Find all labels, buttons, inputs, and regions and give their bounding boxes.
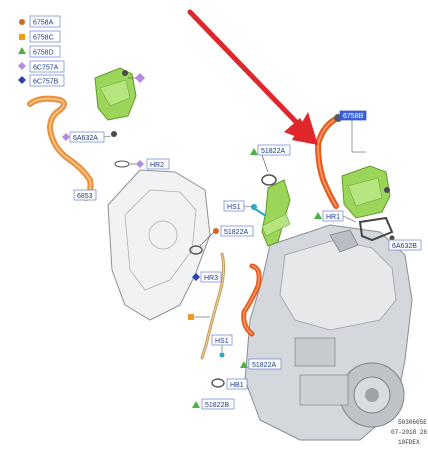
callout-hb1: HB1 (211, 378, 248, 390)
diamond-marker-icon (18, 76, 26, 84)
svg-text:HR1: HR1 (326, 214, 340, 221)
green-bracket (251, 179, 291, 247)
hr2-group: HR2 (114, 158, 170, 170)
diamond-marker-icon (135, 73, 145, 83)
right-hose (314, 114, 342, 209)
triangle-marker-icon (192, 401, 200, 408)
triangle-marker-icon (314, 212, 322, 219)
legend-row-4: 6C757A (18, 60, 65, 73)
legend-row-2: 6758C (19, 30, 61, 43)
svg-text:6853: 6853 (77, 193, 93, 200)
circle-marker-icon (19, 19, 25, 25)
left-hose (27, 95, 94, 201)
dipstick-tube (200, 252, 226, 360)
square-marker-icon (188, 314, 194, 320)
callout-6853: 6853 (73, 189, 97, 201)
triangle-marker-icon (240, 361, 248, 368)
svg-text:HR3: HR3 (204, 275, 218, 282)
callout-51822a-top: 51822A (250, 144, 291, 186)
svg-text:6758A: 6758A (33, 20, 54, 27)
circle-marker-icon (213, 228, 219, 234)
svg-text:51822A: 51822A (261, 148, 285, 155)
svg-text:10FDEX: 10FDEX (398, 439, 420, 446)
callout-51822a-low: 51822A (240, 358, 282, 370)
diamond-marker-icon (62, 133, 70, 141)
callout-top-right: 6758B (339, 110, 367, 153)
gasket (358, 216, 394, 242)
svg-text:HR2: HR2 (150, 162, 164, 169)
square-marker-icon (19, 34, 25, 40)
svg-text:6A632A: 6A632A (73, 135, 98, 142)
callout-hs1-top: HS1 (223, 200, 253, 212)
triangle-marker-icon (18, 47, 26, 54)
left-reservoir (94, 67, 145, 121)
svg-text:6A632B: 6A632B (392, 243, 417, 250)
svg-text:6C757A: 6C757A (33, 65, 59, 72)
diamond-marker-icon (192, 273, 200, 281)
callout-6a632a: 6A632A (62, 131, 117, 143)
svg-text:HB1: HB1 (230, 382, 244, 389)
callout-51822a-mid: 51822A (189, 225, 254, 255)
callout-51822b: 51822B (192, 398, 235, 410)
red-arrow (187, 9, 318, 145)
legend-row-3: 6758D (18, 45, 61, 58)
svg-text:6C757B: 6C757B (33, 79, 59, 86)
middle-hose (241, 263, 262, 337)
svg-text:HS1: HS1 (227, 204, 241, 211)
svg-text:51822B: 51822B (205, 402, 229, 409)
callout-hs1-bot: HS1 (211, 334, 233, 358)
svg-text:6758D: 6758D (33, 50, 54, 57)
legend-row-1: 6758A (19, 15, 61, 28)
diamond-marker-icon (136, 160, 144, 168)
svg-text:51822A: 51822A (224, 229, 248, 236)
diamond-marker-icon (18, 62, 26, 70)
svg-text:HS1: HS1 (215, 338, 229, 345)
svg-text:07-2018 28: 07-2018 28 (391, 429, 427, 436)
triangle-marker-icon (250, 148, 258, 155)
svg-text:51822A: 51822A (252, 362, 276, 369)
legend: 6758A 6758C 6758D 6C757A 6C757B (18, 15, 65, 87)
engine-block (244, 224, 413, 441)
callout-6a632b: 6A632B (388, 235, 422, 251)
right-reservoir (341, 165, 391, 219)
callout-hr1: HR1 (314, 210, 357, 223)
timing-cover (107, 169, 211, 321)
legend-row-5: 6C757B (18, 74, 65, 87)
callout-hr3: HR3 (192, 271, 222, 283)
svg-text:5030605E: 5030605E (398, 419, 427, 426)
footer: 5030605E 07-2018 28 10FDEX (391, 419, 427, 446)
svg-text:6758B: 6758B (343, 113, 364, 120)
svg-text:6758C: 6758C (33, 35, 54, 42)
